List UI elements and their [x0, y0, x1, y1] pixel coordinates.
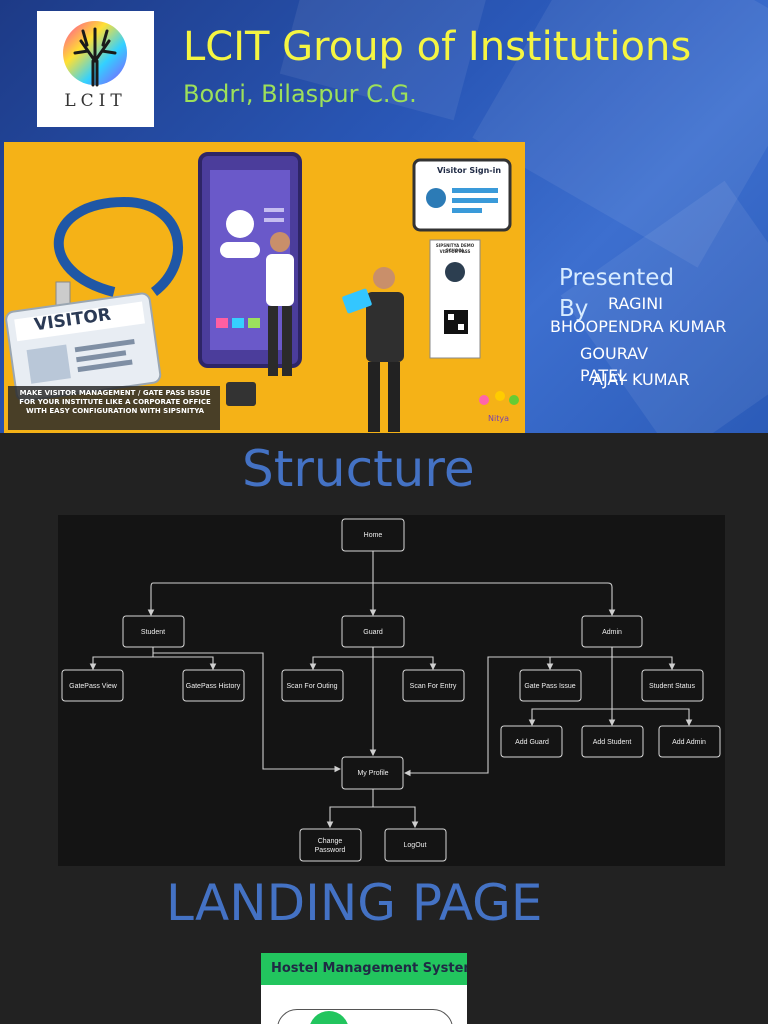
node-student-status: Student Status [641, 669, 704, 702]
presented-label: Presented [559, 265, 675, 291]
node-home: Home [341, 518, 405, 552]
edge-guard-outing [309, 647, 374, 671]
edge-admin-add-admin [612, 708, 693, 727]
node-scan-entry-label: Scan For Entry [410, 683, 457, 690]
visitor-management-illustration: VISITOR MAKE VISITOR MANAGEMENT / GATE P… [4, 142, 525, 433]
edge-profile-change-password [326, 789, 374, 829]
presenter-name: AJAY KUMAR [592, 370, 690, 389]
edge-admin-gate-pass-issue [546, 647, 613, 671]
brand-mark: Nitya [488, 414, 509, 423]
edge-home-student [147, 551, 374, 617]
edge-admin-add-guard [528, 647, 613, 727]
structure-flowchart: Home Student Guard Admin GatePass View G… [61, 518, 721, 862]
institution-title: LCIT Group of Institutions [183, 24, 692, 70]
node-logout-label: LogOut [404, 842, 427, 849]
pass-title: VISITOR PASS [439, 249, 471, 254]
node-add-student: Add Student [581, 725, 644, 758]
edge-admin-student-status [612, 656, 676, 671]
edge-admin-profile [403, 656, 612, 777]
tree-logo-icon [63, 21, 127, 87]
node-add-guard: Add Guard [500, 725, 563, 758]
node-scan-entry: Scan For Entry [402, 669, 465, 702]
institution-logo: LCIT [37, 11, 154, 127]
node-add-student-label: Add Student [593, 739, 632, 746]
node-change-password: Change Password [299, 828, 362, 862]
landing-page-preview: Hostel Management System [261, 953, 467, 1024]
node-gatepass-history: GatePass History [182, 669, 245, 702]
structure-title: Structure [242, 440, 475, 498]
node-gatepass-view-label: GatePass View [69, 683, 118, 690]
node-guard: Guard [341, 615, 405, 648]
title-slide: LCIT LCIT Group of Institutions Bodri, B… [0, 0, 768, 433]
node-add-admin-label: Add Admin [672, 739, 706, 746]
structure-diagram: Home Student Guard Admin GatePass View G… [58, 515, 725, 866]
node-scan-outing: Scan For Outing [281, 669, 344, 702]
edge-student-profile [153, 652, 342, 773]
landing-header-bar: Hostel Management System [261, 953, 467, 985]
landing-page-title: LANDING PAGE [166, 874, 543, 932]
landing-app-title: Hostel Management System [271, 961, 467, 976]
edge-profile-logout [373, 806, 419, 829]
edge-home-admin [373, 582, 616, 617]
logo-text: LCIT [64, 91, 127, 111]
node-add-guard-label: Add Guard [515, 739, 549, 746]
edge-guard-entry [373, 656, 437, 671]
node-my-profile-label: My Profile [357, 770, 388, 777]
node-gate-pass-issue: Gate Pass Issue [519, 669, 582, 702]
node-gate-pass-issue-label: Gate Pass Issue [524, 683, 575, 690]
by-label: By [559, 296, 589, 322]
avatar-icon [309, 1011, 349, 1024]
node-student-status-label: Student Status [649, 683, 695, 690]
node-admin: Admin [581, 615, 643, 648]
node-student: Student [122, 615, 185, 648]
presenter-name: PATEL [580, 366, 628, 385]
node-change-password-label-2: Password [315, 847, 346, 854]
institution-location: Bodri, Bilaspur C.G. [183, 80, 417, 108]
pass-school: SIPSNITYA DEMO SCHOOL [435, 243, 475, 253]
edge-student-gatepass-history [153, 656, 217, 671]
edge-student-gatepass-view [89, 647, 154, 671]
node-my-profile: My Profile [341, 756, 404, 790]
presenter-name: BHOOPENDRA KUMAR [550, 317, 727, 336]
node-add-admin: Add Admin [658, 725, 721, 758]
hero-banner-text: MAKE VISITOR MANAGEMENT / GATE PASS ISSU… [19, 389, 211, 415]
node-gatepass-view: GatePass View [61, 669, 124, 702]
node-gatepass-history-label: GatePass History [186, 683, 241, 690]
node-change-password-label: Change [318, 838, 343, 845]
presenter-name: RAGINI [608, 294, 663, 313]
node-guard-label: Guard [363, 629, 383, 636]
landing-card [277, 1009, 453, 1024]
tablet-title: Visitor Sign-in [436, 166, 502, 175]
node-home-label: Home [364, 532, 383, 539]
node-logout: LogOut [384, 828, 447, 862]
node-student-label: Student [141, 629, 165, 636]
illustration-art [5, 152, 519, 432]
node-admin-label: Admin [602, 629, 622, 636]
presenter-name: GOURAV [580, 344, 649, 363]
node-scan-outing-label: Scan For Outing [287, 683, 338, 690]
